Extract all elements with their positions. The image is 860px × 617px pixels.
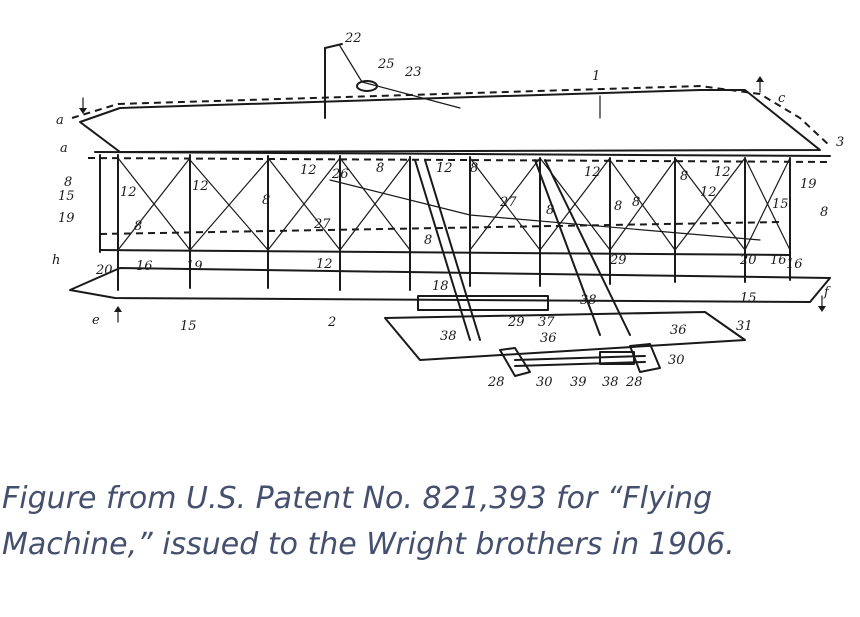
- reference-numeral: 15: [180, 319, 197, 334]
- reference-numeral: 31: [736, 319, 753, 334]
- reference-numeral: 12: [714, 165, 731, 180]
- arrow-e-head: [114, 306, 122, 312]
- reference-numeral: e: [92, 313, 100, 328]
- reference-numeral: 38: [602, 375, 619, 390]
- reference-numeral: 27: [499, 195, 517, 210]
- lower-wing-back: [99, 249, 791, 256]
- reference-numeral: 37: [538, 315, 555, 330]
- elevator-plane: [384, 311, 746, 361]
- reference-numeral: 2: [327, 315, 336, 330]
- reference-numeral: 8: [262, 193, 270, 208]
- reference-numeral: 19: [186, 259, 203, 274]
- reference-numeral: 12: [300, 163, 317, 178]
- skid-right: [534, 159, 601, 336]
- hub-ellipse: [356, 80, 378, 92]
- struts: [99, 154, 791, 291]
- reference-numeral: 1: [592, 69, 600, 84]
- skid-left: [414, 159, 471, 341]
- upper-wing-front-dashed: [87, 157, 831, 163]
- caption-line-2: Machine,” issued to the Wright brothers …: [2, 527, 735, 562]
- reference-numeral: c: [778, 91, 786, 106]
- reference-numeral: 22: [344, 31, 362, 46]
- lower-wing: [69, 267, 831, 303]
- arrow-a-head: [79, 108, 87, 114]
- reference-numeral: 26: [331, 167, 349, 182]
- reference-numeral: 28: [487, 375, 505, 390]
- bracket: [417, 295, 549, 311]
- reference-numeral: 19: [58, 211, 75, 226]
- reference-numeral: 8: [376, 161, 384, 176]
- reference-numeral: 16: [770, 253, 787, 268]
- reference-numeral: 15: [740, 291, 757, 306]
- reference-numeral: 30: [536, 375, 553, 390]
- figure-caption: Figure from U.S. Patent No. 821,393 for …: [2, 476, 852, 568]
- reference-numeral: 8: [614, 199, 622, 214]
- reference-numeral: 12: [316, 257, 333, 272]
- reference-numeral: 12: [584, 165, 601, 180]
- reference-numeral: 38: [440, 329, 457, 344]
- reference-numeral: 23: [404, 65, 422, 80]
- lower-wing-dashed: [99, 221, 781, 235]
- reference-numeral: f: [823, 285, 831, 300]
- cross-bracing: [117, 157, 791, 251]
- reference-numeral: 29: [507, 315, 525, 330]
- reference-numeral: 12: [120, 185, 137, 200]
- reference-numeral: 39: [570, 375, 587, 390]
- reference-numeral: h: [52, 253, 60, 268]
- control-rod: [329, 179, 471, 216]
- skid-left-b: [424, 159, 481, 341]
- reference-numeral: 19: [800, 177, 817, 192]
- upper-wing: [79, 89, 821, 153]
- arrow-c-head: [756, 76, 764, 82]
- arrow-f-head: [818, 306, 826, 312]
- reference-numeral: 20: [95, 263, 113, 278]
- reference-numeral: 8: [680, 169, 688, 184]
- reference-numeral: 15: [772, 197, 789, 212]
- mast-brace: [339, 45, 363, 83]
- reference-numeral: 8: [64, 175, 72, 190]
- reference-numeral: 29: [609, 253, 627, 268]
- upper-wing-front: [94, 151, 831, 157]
- reference-numeral: 25: [377, 57, 395, 72]
- reference-numeral: 8: [134, 219, 142, 234]
- reference-numeral: 12: [700, 185, 717, 200]
- skid-right-b: [544, 159, 631, 336]
- reference-numeral: 8: [632, 195, 640, 210]
- reference-numeral: 8: [546, 203, 554, 218]
- reference-numeral: 36: [670, 323, 687, 338]
- reference-numeral: 16: [786, 257, 803, 272]
- reference-numeral: 30: [668, 353, 685, 368]
- reference-numeral: 16: [136, 259, 153, 274]
- reference-numeral: 8: [424, 233, 432, 248]
- reference-numeral: 20: [739, 253, 757, 268]
- reference-numeral: 12: [436, 161, 453, 176]
- reference-numeral: 36: [540, 331, 557, 346]
- reference-numeral: 12: [192, 179, 209, 194]
- reference-numeral: 8: [470, 161, 478, 176]
- caption-line-1: Figure from U.S. Patent No. 821,393 for …: [2, 481, 713, 516]
- cradle: [499, 343, 661, 377]
- reference-numeral: 38: [580, 293, 597, 308]
- control-wire: [469, 214, 761, 241]
- reference-numeral: a: [56, 113, 64, 128]
- reference-numeral: 18: [432, 279, 449, 294]
- reference-numeral: a: [60, 141, 68, 156]
- reference-numeral: 15: [58, 189, 75, 204]
- reference-numeral: 3: [836, 135, 844, 150]
- warp-outline-top: [71, 84, 831, 147]
- reference-numeral: 8: [820, 205, 828, 220]
- reference-numeral: 28: [625, 375, 643, 390]
- reference-numeral: 27: [313, 217, 331, 232]
- mast-top: [324, 43, 343, 49]
